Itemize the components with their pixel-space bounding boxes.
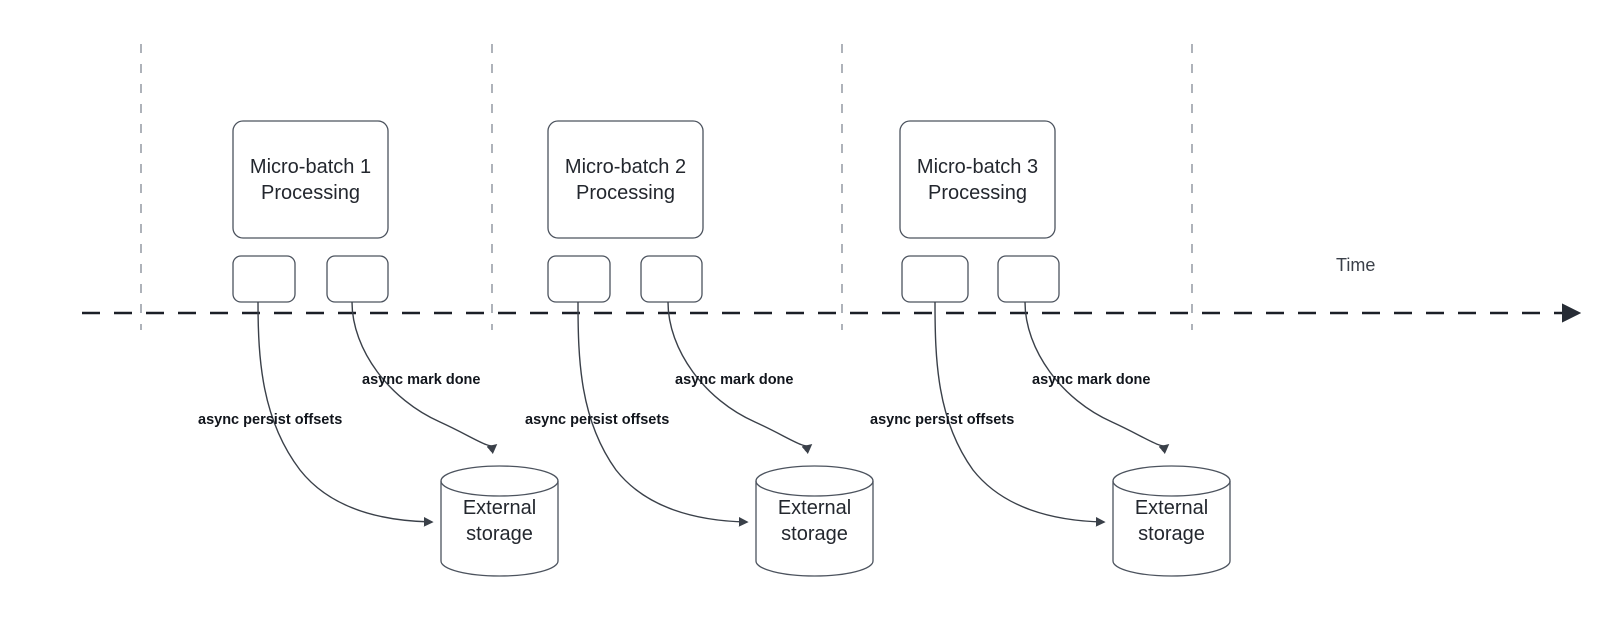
micro-batch-3-box[interactable]	[899, 120, 1056, 239]
edges-group	[257, 301, 1170, 527]
micro-batch-3-mark-done-edge	[1024, 301, 1170, 454]
micro-batch-1-mark-done-edge	[351, 301, 498, 454]
cylinder-body	[1112, 465, 1231, 577]
micro-batch-2-persist-offsets-edge-label: async persist offsets	[525, 412, 670, 428]
external-storage-3[interactable]	[1112, 465, 1231, 577]
micro-batch-2-mark-done-edge-label: async mark done	[675, 372, 794, 388]
micro-batch-1-persist-offsets-edge-label: async persist offsets	[198, 412, 343, 428]
micro-batch-1-persist-offsets-edge	[257, 301, 434, 527]
micro-batch-2-persist-offsets-edge	[577, 301, 749, 527]
batch-divider-group	[140, 44, 1193, 330]
micro-batch-1-mark-done-task[interactable]	[326, 255, 389, 303]
micro-batch-3-persist-offsets-edge	[934, 301, 1106, 527]
micro-batch-3-mark-done-task[interactable]	[997, 255, 1060, 303]
cylinder-body	[440, 465, 559, 577]
external-storage-1[interactable]	[440, 465, 559, 577]
micro-batch-2-mark-done-edge	[667, 301, 813, 454]
micro-batch-1-persist-offsets-task[interactable]	[232, 255, 296, 303]
micro-batch-2-mark-done-task[interactable]	[640, 255, 703, 303]
shapes-group	[232, 120, 1231, 577]
cylinder-body	[755, 465, 874, 577]
cylinder-top-ellipse	[440, 480, 559, 497]
micro-batch-3-mark-done-edge-label: async mark done	[1032, 372, 1151, 388]
time-axis-label: Time	[1336, 255, 1376, 275]
micro-batch-3-persist-offsets-edge-label: async persist offsets	[870, 412, 1015, 428]
cylinder-top-ellipse	[755, 480, 874, 497]
external-storage-2[interactable]	[755, 465, 874, 577]
micro-batch-2-persist-offsets-task[interactable]	[547, 255, 611, 303]
micro-batch-2-box[interactable]	[547, 120, 704, 239]
micro-batch-1-mark-done-edge-label: async mark done	[362, 372, 481, 388]
cylinder-top-ellipse	[1112, 480, 1231, 497]
micro-batch-3-persist-offsets-task[interactable]	[901, 255, 969, 303]
micro-batch-1-box[interactable]	[232, 120, 389, 239]
